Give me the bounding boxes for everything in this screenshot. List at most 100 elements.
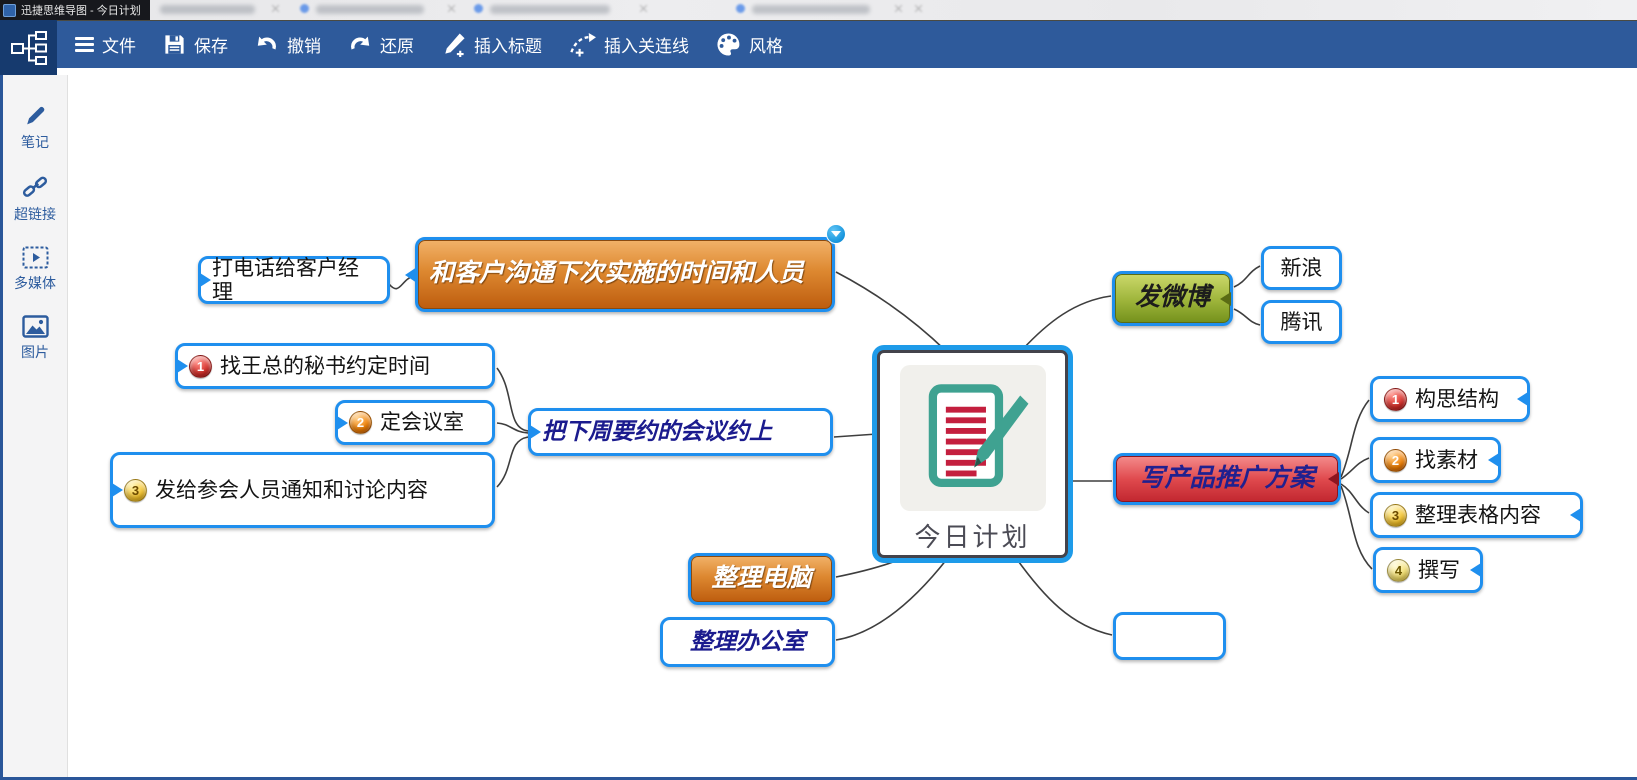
blurred-tab xyxy=(160,5,255,14)
sidebar-item-label: 图片 xyxy=(21,344,49,360)
node-label: 和客户沟通下次实施的时间和人员 xyxy=(429,260,805,288)
node-label: 发给参会人员通知和讨论内容 xyxy=(155,477,428,502)
priority-badge: 3 xyxy=(1384,503,1407,527)
mindmap-logo-icon xyxy=(10,30,47,65)
mindmap-canvas[interactable] xyxy=(68,68,1637,777)
blurred-tab-favicon xyxy=(474,4,483,13)
node-label: 整理表格内容 xyxy=(1415,502,1541,527)
toolbar-button-file[interactable]: 文件 xyxy=(75,32,136,57)
insert-relation-icon xyxy=(570,32,596,57)
node-label: 打电话给客户经理 xyxy=(212,255,359,304)
toolbar-label: 风格 xyxy=(749,37,783,56)
node-label: 找王总的秘书约定时间 xyxy=(220,353,430,378)
app-logo xyxy=(0,20,57,75)
blurred-tab xyxy=(752,5,870,14)
sidebar-item-label: 超链接 xyxy=(14,206,56,222)
document-pen-icon xyxy=(928,384,1028,487)
menu-icon xyxy=(75,37,94,52)
link-icon xyxy=(22,176,48,197)
toolbar-label: 还原 xyxy=(380,37,414,56)
sidebar-item-multimedia[interactable]: 多媒体 xyxy=(14,246,56,293)
node-label: 把下周要约的会议约上 xyxy=(542,418,772,444)
window-frame-bottom xyxy=(0,777,1637,780)
root-node-label: 今日计划 xyxy=(914,523,1031,552)
redo-icon xyxy=(351,36,370,49)
sidebar-item-label: 笔记 xyxy=(21,134,49,150)
priority-badge: 3 xyxy=(124,478,147,502)
insert-title-icon xyxy=(445,33,465,57)
node-label: 新浪 xyxy=(1280,255,1323,280)
node-clean-computer[interactable]: 整理电脑 xyxy=(688,553,835,605)
sidebar: 笔记 超链接 多媒体 图片 xyxy=(3,75,68,777)
priority-badge: 4 xyxy=(1387,558,1410,582)
priority-badge: 2 xyxy=(1384,448,1407,472)
sidebar-item-image[interactable]: 图片 xyxy=(21,315,49,362)
toolbar-label: 撤销 xyxy=(287,37,321,56)
save-icon xyxy=(165,35,184,54)
node-communicate-time[interactable]: 和客户沟通下次实施的时间和人员 xyxy=(415,237,835,312)
node-call-manager[interactable]: 打电话给客户经理 xyxy=(198,256,390,304)
node-root[interactable]: 今日计划 xyxy=(877,350,1068,558)
sidebar-item-hyperlink[interactable]: 超链接 xyxy=(14,174,56,224)
node-post-weibo[interactable]: 发微博 xyxy=(1112,271,1233,326)
toolbar-button-insert-title[interactable]: 插入标题 xyxy=(441,32,542,57)
blurred-tab-favicon xyxy=(736,4,745,13)
node-notify-attendees[interactable]: 3 发给参会人员通知和讨论内容 xyxy=(110,452,495,528)
node-label: 写产品推广方案 xyxy=(1139,464,1315,492)
node-clean-office[interactable]: 整理办公室 xyxy=(660,617,835,667)
window-title: 迅捷思维导图 - 今日计划 xyxy=(21,5,141,17)
image-icon xyxy=(21,315,49,338)
node-book-room[interactable]: 2 定会议室 xyxy=(335,400,495,445)
root-node-image xyxy=(899,365,1046,511)
priority-badge: 1 xyxy=(1384,387,1407,411)
blurred-tab-close-icon xyxy=(915,5,922,12)
blurred-tab-close-icon xyxy=(640,5,647,12)
node-label: 撰写 xyxy=(1418,557,1460,582)
node-tencent[interactable]: 腾讯 xyxy=(1261,300,1342,344)
blurred-tab-favicon xyxy=(300,4,309,13)
priority-badge: 2 xyxy=(349,411,372,434)
undo-icon xyxy=(257,36,276,49)
toolbar-button-undo[interactable]: 撤销 xyxy=(255,32,321,57)
node-label: 整理办公室 xyxy=(690,628,805,654)
node-label: 整理电脑 xyxy=(711,564,812,592)
toolbar-button-insert-relation[interactable]: 插入关连线 xyxy=(569,32,689,57)
priority-badge: 1 xyxy=(189,354,212,378)
blurred-tab-close-icon xyxy=(272,5,279,12)
app-icon xyxy=(3,3,16,17)
node-label: 构思结构 xyxy=(1415,386,1499,411)
node-write-draft[interactable]: 4 撰写 xyxy=(1373,547,1483,593)
blurred-tab-close-icon xyxy=(895,5,902,12)
node-sina[interactable]: 新浪 xyxy=(1261,246,1342,290)
toolbar-label: 保存 xyxy=(194,37,228,56)
blurred-tab xyxy=(316,5,424,14)
background-browser-tabstrip: 迅捷思维导图 - 今日计划 xyxy=(0,0,1637,20)
node-outline-structure[interactable]: 1 构思结构 xyxy=(1370,376,1530,422)
node-write-promotion-plan[interactable]: 写产品推广方案 xyxy=(1113,453,1341,505)
node-find-materials[interactable]: 2 找素材 xyxy=(1370,437,1501,483)
blurred-tab xyxy=(490,5,610,14)
toolbar-button-redo[interactable]: 还原 xyxy=(348,32,414,57)
sidebar-item-label: 多媒体 xyxy=(14,275,56,291)
collapse-button[interactable] xyxy=(826,224,846,244)
toolbar-label: 插入关连线 xyxy=(604,37,689,56)
toolbar-button-style[interactable]: 风格 xyxy=(716,32,783,57)
sidebar-item-note[interactable]: 笔记 xyxy=(21,103,49,152)
node-label: 腾讯 xyxy=(1280,309,1323,334)
node-find-secretary[interactable]: 1 找王总的秘书约定时间 xyxy=(175,343,495,389)
node-label: 找素材 xyxy=(1415,447,1478,472)
node-organize-tables[interactable]: 3 整理表格内容 xyxy=(1370,492,1583,538)
node-weekly-report[interactable] xyxy=(1113,612,1226,660)
toolbar-label: 插入标题 xyxy=(474,37,542,56)
pencil-icon xyxy=(26,106,44,125)
node-schedule-meetings[interactable]: 把下周要约的会议约上 xyxy=(528,408,833,456)
toolbar-label: 文件 xyxy=(102,37,136,56)
window-frame-left xyxy=(0,20,3,780)
toolbar-button-save[interactable]: 保存 xyxy=(163,32,228,57)
multimedia-icon xyxy=(22,246,48,269)
chevron-down-icon xyxy=(831,231,841,237)
palette-icon xyxy=(717,33,740,56)
toolbar: 文件 保存 撤销 还原 xyxy=(0,20,1637,68)
titlebar: 迅捷思维导图 - 今日计划 xyxy=(0,0,150,20)
